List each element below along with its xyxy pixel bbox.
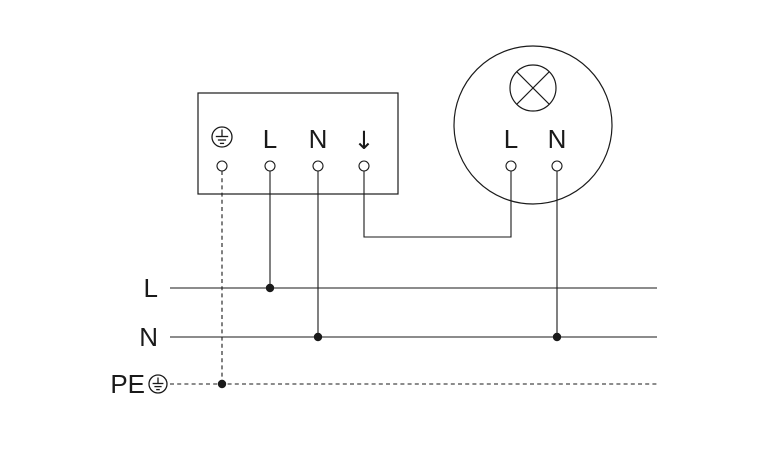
luminaire-terminal-neutral <box>551 160 563 172</box>
device-terminal-box <box>197 92 399 195</box>
junction-dot-earth <box>217 379 227 389</box>
earth-icon <box>211 126 233 148</box>
junction-dot-live <box>265 283 275 293</box>
lamp-icon <box>509 64 557 112</box>
pe-earth-icon <box>148 374 168 394</box>
bus-earth-label: PE <box>110 369 145 399</box>
luminaire-live-label: L <box>504 124 518 154</box>
device-terminal-earth <box>216 160 228 172</box>
device-neutral-label: N <box>309 124 328 154</box>
luminaire-neutral-label: N <box>548 124 567 154</box>
bus-live-label: L <box>144 273 158 303</box>
device-switched-output-arrow-label: ↓ <box>354 126 375 155</box>
device-terminal-neutral <box>312 160 324 172</box>
junction-dot-luminaire-neutral <box>552 332 562 342</box>
bus-neutral-label: N <box>139 322 158 352</box>
junction-dot-device-neutral <box>313 332 323 342</box>
luminaire-outline <box>453 45 613 205</box>
device-live-label: L <box>263 124 277 154</box>
device-terminal-switched <box>358 160 370 172</box>
wire-switched-output-to-luminaire <box>363 171 512 238</box>
device-terminal-live <box>264 160 276 172</box>
luminaire-terminal-live <box>505 160 517 172</box>
